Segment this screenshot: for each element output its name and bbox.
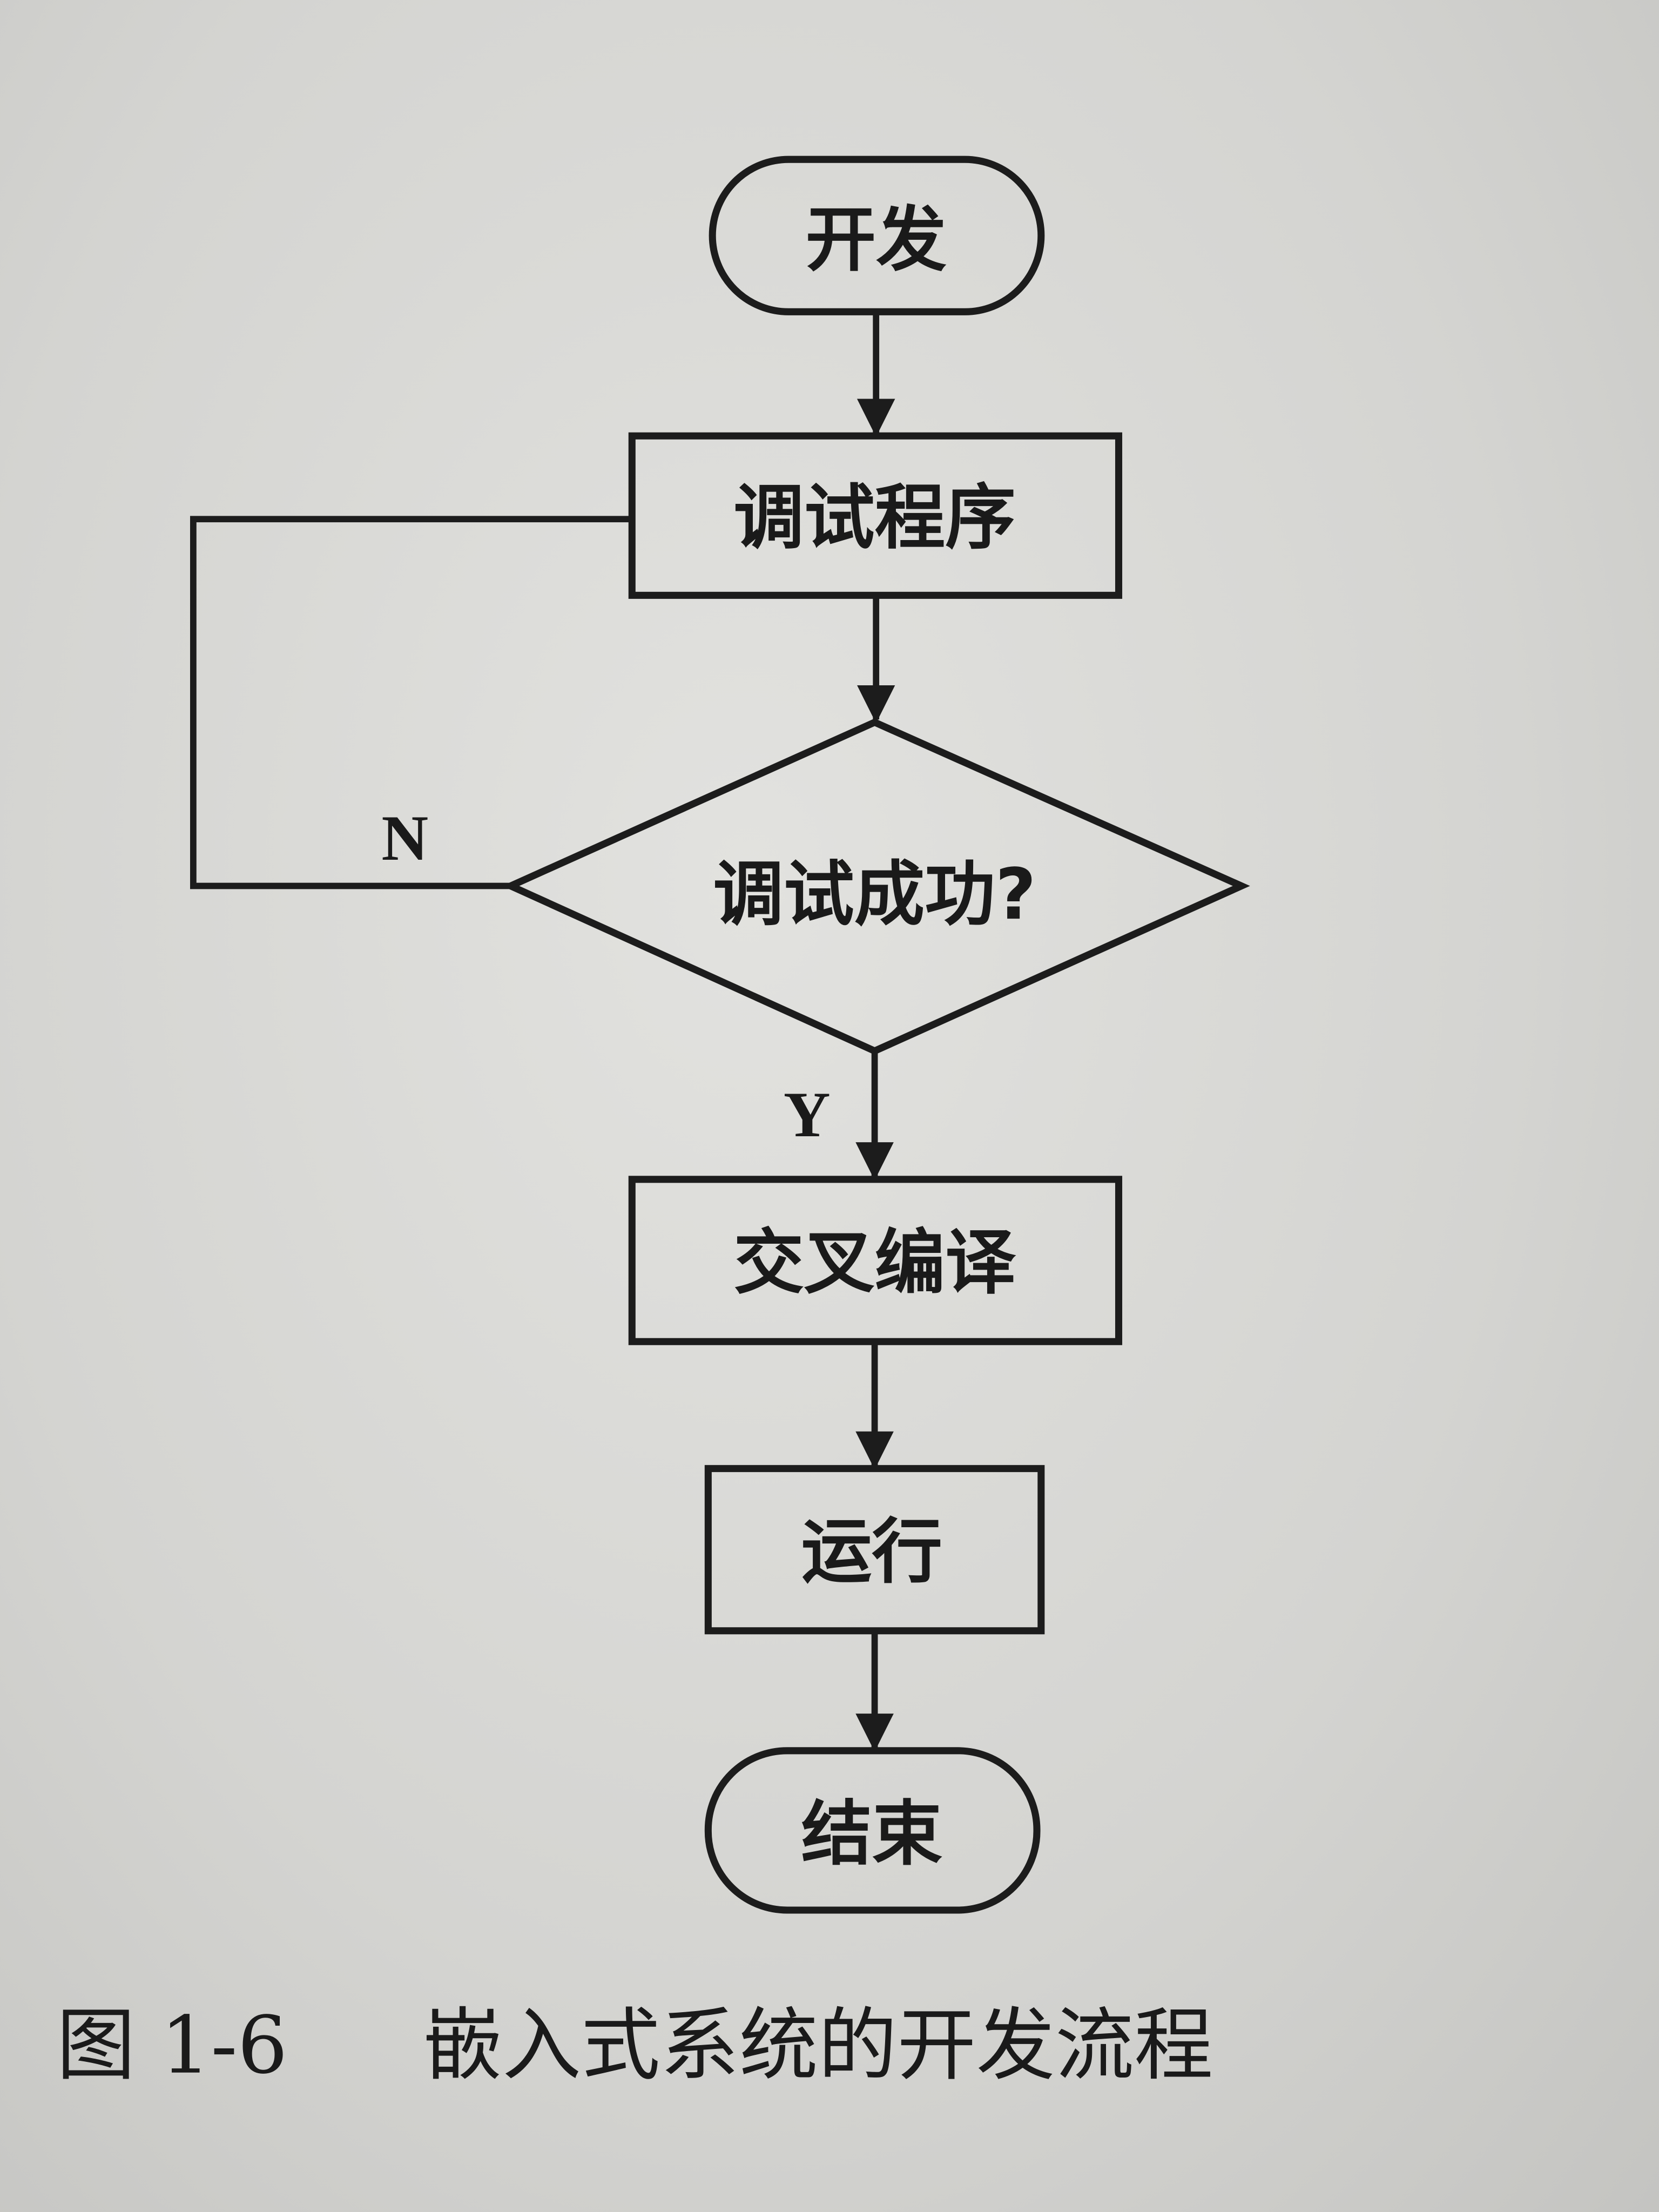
edge-yes-label: Y xyxy=(784,1078,831,1150)
figure-title: 嵌入式系统的开发流程 xyxy=(423,2000,1213,2092)
edge-check-debug-no xyxy=(190,516,632,889)
check-label: 调试成功? xyxy=(713,853,1036,935)
start-label: 开发 xyxy=(806,199,947,281)
figure-number: 图 1-6 xyxy=(56,2000,287,2092)
run-label: 运行 xyxy=(801,1510,942,1593)
debug-label: 调试程序 xyxy=(733,477,1015,559)
edge-no-label: N xyxy=(381,802,428,874)
end-label: 结束 xyxy=(801,1793,943,1875)
compile-label: 交叉编译 xyxy=(733,1222,1016,1304)
